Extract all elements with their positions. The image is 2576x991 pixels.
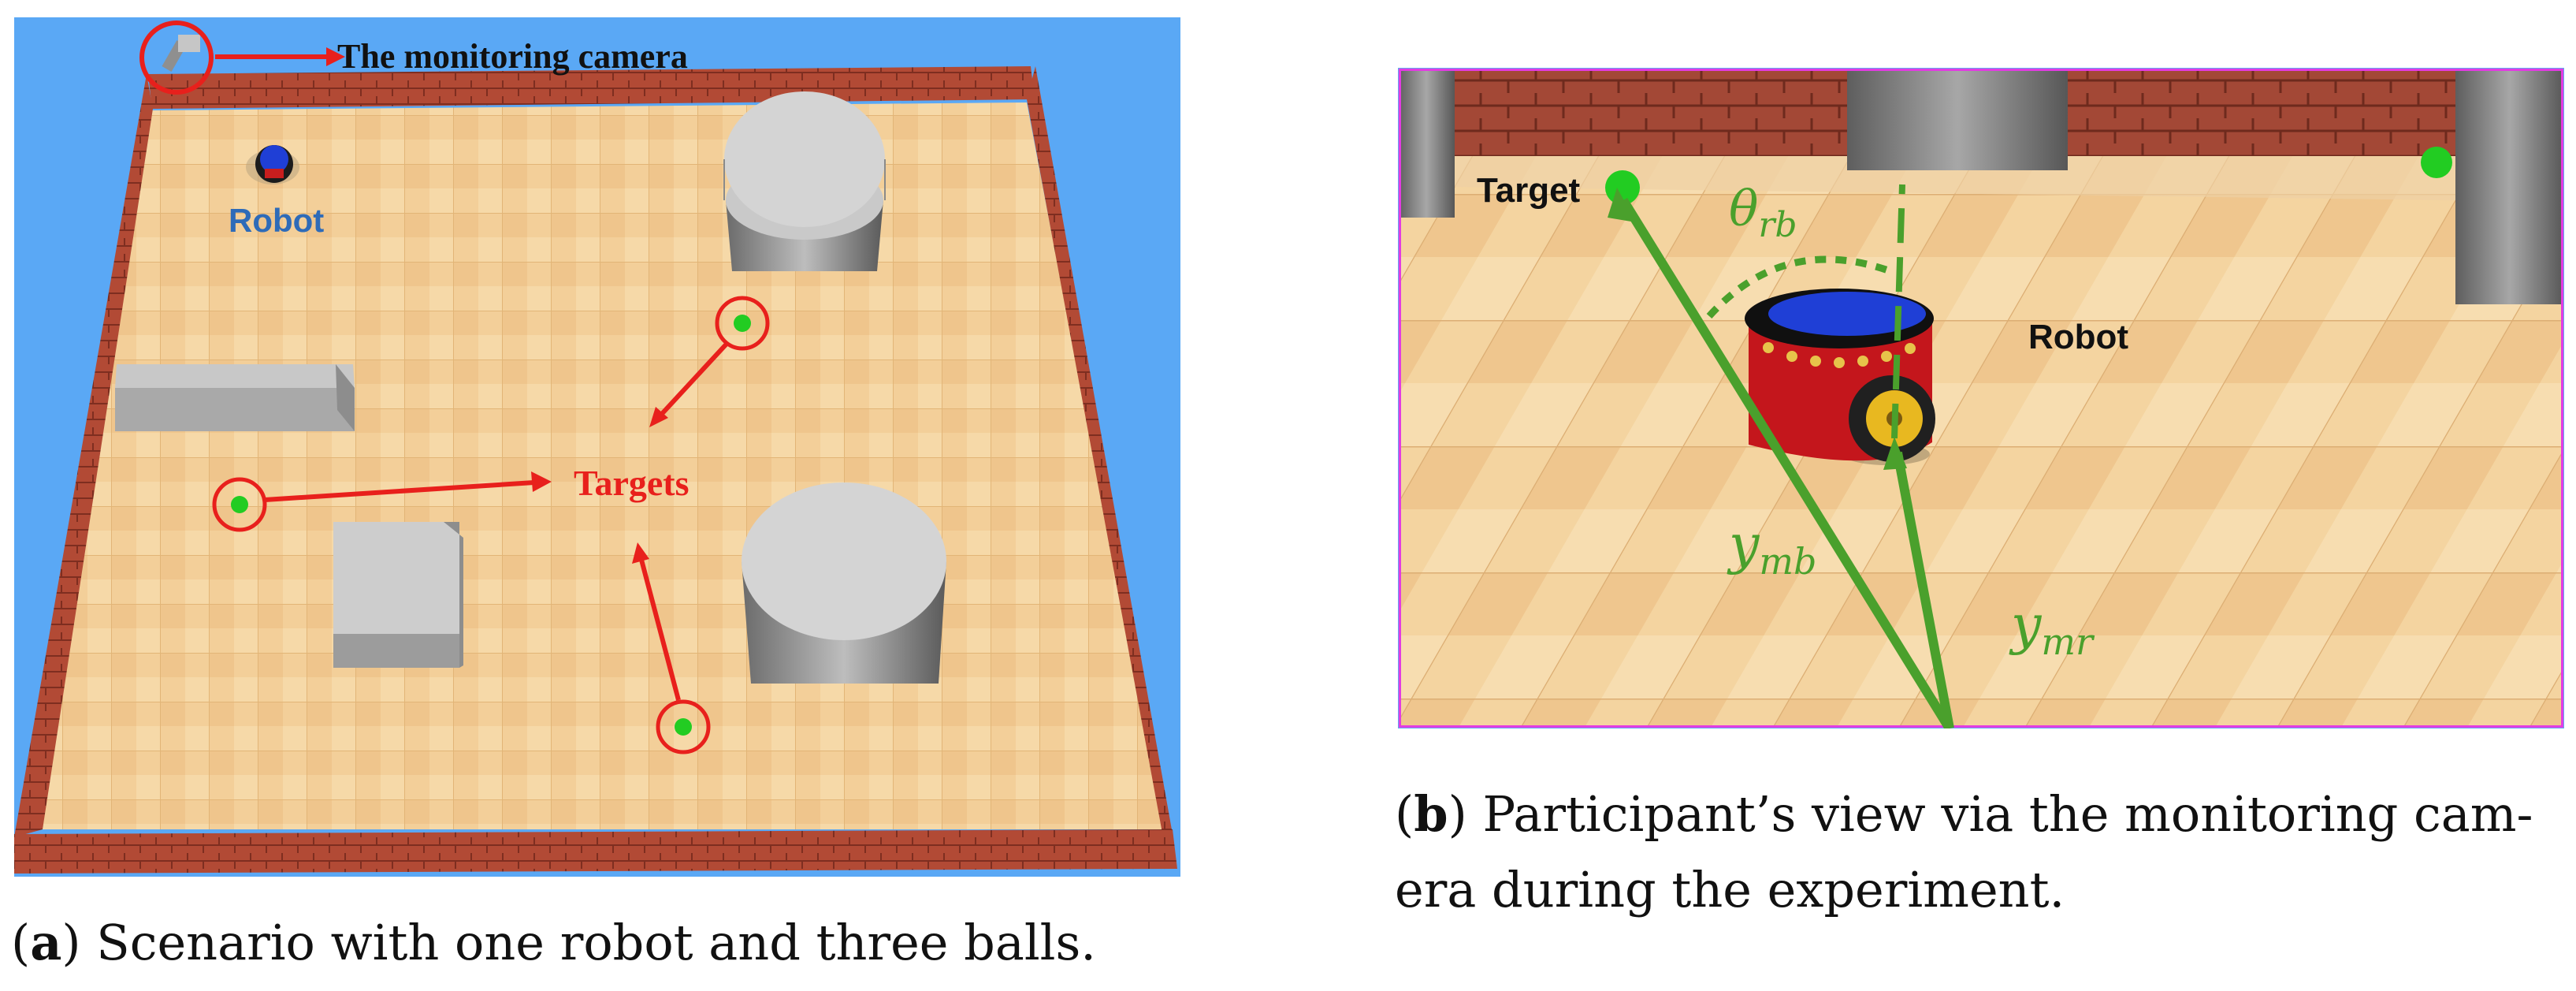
arrow-head-2 — [531, 471, 552, 492]
ymb-label: ymb — [1727, 514, 1817, 583]
panel-a: The monitoring camera Robot Targets — [14, 17, 1180, 877]
ymr-label: ymr — [2009, 594, 2095, 663]
caption-b-letter: b — [1414, 785, 1448, 843]
front-wall — [14, 829, 1177, 874]
obstacle-long-box — [115, 364, 355, 431]
target-ball-3 — [656, 699, 711, 754]
panel-a-scene: The monitoring camera Robot Targets — [14, 17, 1180, 877]
arrow-head-1 — [649, 407, 668, 427]
robot-label: Robot — [229, 202, 324, 239]
robot-view — [1745, 289, 1935, 465]
camera-arrowhead — [326, 47, 345, 66]
view-frame — [1398, 68, 2564, 728]
pillar-right — [2455, 68, 2564, 304]
caption-a: (a) Scenario with one robot and three ba… — [11, 914, 1096, 971]
camera-highlight-circle — [139, 20, 214, 95]
caption-b: (b) Participant’s view via the monitorin… — [1395, 777, 2561, 928]
pillar-center — [1847, 68, 2068, 170]
target-ball-1 — [715, 296, 770, 351]
panel-b-scene: Target Robot θrb ymb ymr — [1398, 68, 2564, 728]
target-ball-2 — [212, 477, 267, 532]
caption-a-letter: a — [30, 914, 62, 971]
caption-b-line2: era during the experiment. — [1395, 861, 2065, 918]
pillar-left — [1398, 68, 1455, 218]
caption-a-text: Scenario with one robot and three balls. — [96, 914, 1096, 971]
far-ball-view — [2421, 147, 2452, 178]
targets-label: Targets — [574, 463, 690, 503]
robot-top-view — [246, 145, 299, 184]
target-ball-view — [1605, 170, 1640, 205]
left-wall — [14, 74, 153, 837]
camera-label: The monitoring camera — [337, 37, 688, 76]
heading-line — [1891, 184, 1905, 439]
caption-b-line1: (b) Participant’s view via the monitorin… — [1395, 785, 2533, 843]
obstacle-cylinder-2 — [742, 482, 946, 684]
obstacle-square-box — [333, 522, 463, 668]
target-label: Target — [1477, 171, 1581, 210]
arrow-head-3 — [632, 542, 649, 564]
robot-label-view: Robot — [2028, 318, 2128, 356]
obstacle-cylinder-1 — [723, 91, 886, 271]
vector-ymr — [1893, 451, 1954, 728]
panel-b: Target Robot θrb ymb ymr — [1398, 68, 2564, 728]
angle-arc — [1706, 255, 1892, 319]
vector-ymb — [1619, 197, 1954, 728]
theta-rb-label: θrb — [1729, 180, 1797, 245]
right-wall — [1027, 66, 1173, 837]
camera-icon — [162, 35, 200, 72]
